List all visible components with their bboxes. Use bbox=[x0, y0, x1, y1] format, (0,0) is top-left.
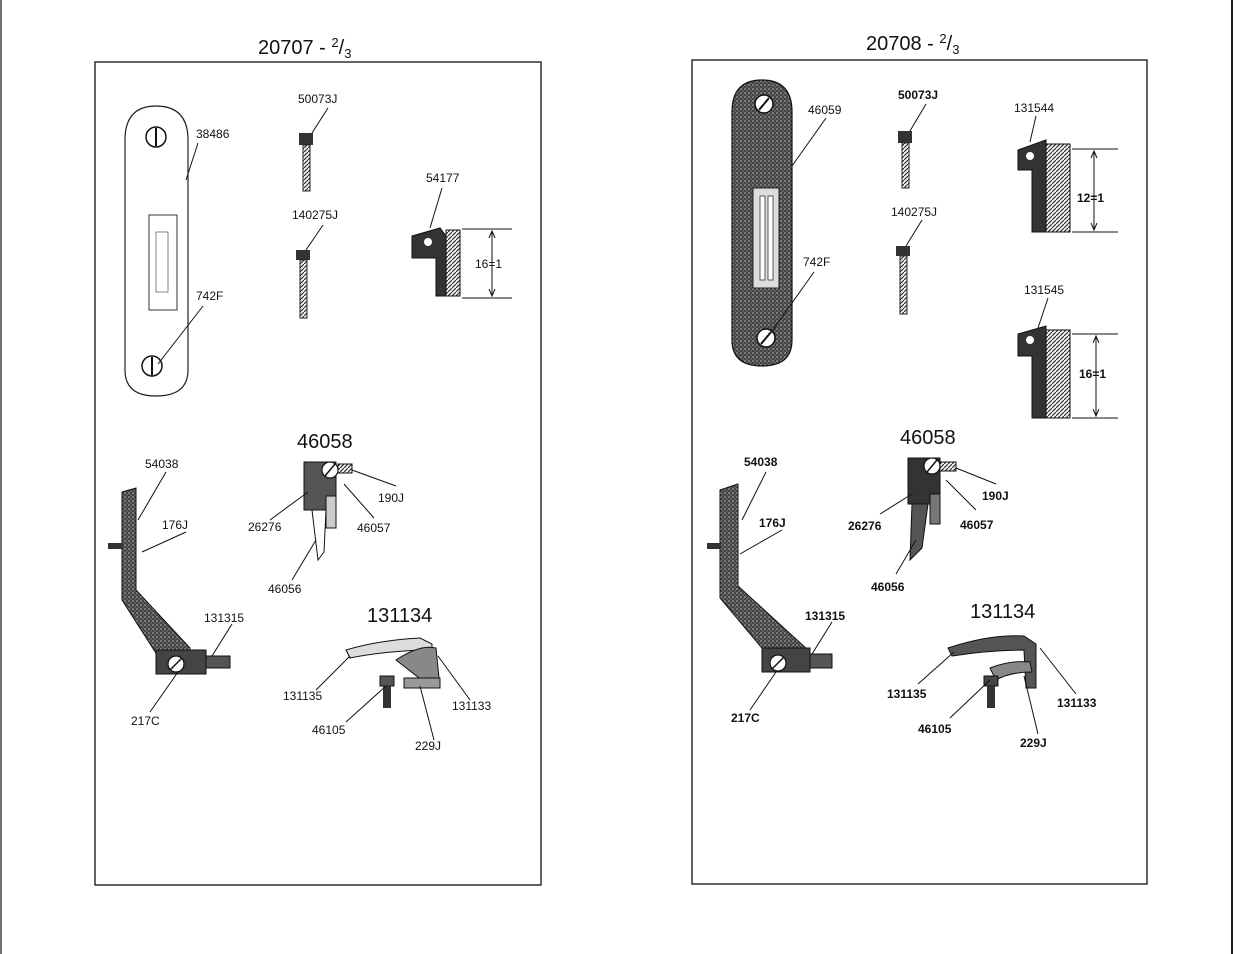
label-bar-foot-r: 131315 bbox=[805, 609, 845, 623]
right-group-title: 46058 bbox=[900, 427, 956, 449]
label-plate-r: 46059 bbox=[808, 103, 842, 117]
label-guard-blade-r: 46056 bbox=[871, 580, 905, 594]
label-guard: 26276 bbox=[248, 520, 282, 534]
label-feed-dog-b: 131545 bbox=[1024, 283, 1064, 297]
label-plate-screw: 742F bbox=[196, 289, 223, 303]
left-group-title: 46058 bbox=[297, 431, 353, 453]
left-presser-bar bbox=[108, 487, 231, 675]
label-screw-a: 50073J bbox=[298, 92, 337, 106]
feed-dog-54177 bbox=[411, 227, 512, 299]
needle-slot bbox=[148, 214, 178, 311]
label-guard-screw-r: 190J bbox=[982, 489, 1009, 503]
label-bar-screw-r: 176J bbox=[759, 516, 786, 530]
screw-140275j bbox=[296, 250, 310, 319]
label-spring-body-r: 131133 bbox=[1057, 696, 1097, 710]
label-guard-r: 26276 bbox=[848, 519, 882, 533]
left-panel-frame bbox=[94, 61, 542, 886]
left-throat-plate bbox=[124, 105, 189, 397]
right-page-title: 20708 - 2/3 bbox=[866, 31, 959, 57]
left-page: 20707 - 2/3 38486 742F 50073J 140275J bbox=[94, 35, 542, 886]
right-throat-plate bbox=[731, 79, 793, 367]
right-page: 20708 - 2/3 46059 742F 50073J 140275 bbox=[691, 31, 1148, 885]
label-spring-post-r: 46105 bbox=[918, 722, 952, 736]
label-screw-a-r: 50073J bbox=[898, 88, 938, 102]
label-spring-post: 46105 bbox=[312, 723, 346, 737]
label-bar-r: 54038 bbox=[744, 455, 778, 469]
label-guard-blade: 46056 bbox=[268, 582, 302, 596]
label-spring-lever: 131135 bbox=[283, 689, 322, 703]
feed-dog-131544 bbox=[1017, 139, 1118, 233]
right-needle-guard bbox=[907, 457, 957, 562]
right-spring-group-title: 131134 bbox=[970, 601, 1035, 623]
label-foot-screw: 217C bbox=[131, 714, 160, 728]
label-guard-holder-r: 46057 bbox=[960, 518, 994, 532]
label-plate-screw-r: 742F bbox=[803, 255, 830, 269]
feed-dog-131545 bbox=[1017, 325, 1118, 419]
label-screw-b-r: 140275J bbox=[891, 205, 937, 219]
label-guard-screw: 190J bbox=[378, 491, 404, 505]
left-needle-guard bbox=[303, 461, 353, 562]
label-feed-dim-b: 16=1 bbox=[1079, 367, 1106, 381]
label-feed-dim: 16=1 bbox=[475, 257, 502, 271]
label-guard-holder: 46057 bbox=[357, 521, 391, 535]
label-plate: 38486 bbox=[196, 127, 230, 141]
screw-50073j bbox=[299, 133, 313, 192]
left-spring-assembly bbox=[345, 637, 441, 708]
label-spring-body: 131133 bbox=[452, 699, 491, 713]
label-spring-screw-r: 229J bbox=[1020, 736, 1047, 750]
screw-140275j-r bbox=[896, 246, 910, 315]
label-spring-lever-r: 131135 bbox=[887, 687, 927, 701]
label-feed-dim-a: 12=1 bbox=[1077, 191, 1104, 205]
label-feed-dog-a: 131544 bbox=[1014, 101, 1054, 115]
left-spring-group-title: 131134 bbox=[367, 605, 432, 627]
label-screw-b: 140275J bbox=[292, 208, 338, 222]
label-feed-dog: 54177 bbox=[426, 171, 460, 185]
left-page-title: 20707 - 2/3 bbox=[258, 35, 351, 61]
label-bar-foot: 131315 bbox=[204, 611, 244, 625]
label-spring-screw: 229J bbox=[415, 739, 441, 753]
label-foot-screw-r: 217C bbox=[731, 711, 760, 725]
right-spring-assembly bbox=[947, 635, 1037, 708]
label-bar-screw: 176J bbox=[162, 518, 188, 532]
label-bar: 54038 bbox=[145, 457, 179, 471]
right-panel-frame bbox=[691, 59, 1148, 885]
screw-50073j-r bbox=[898, 131, 912, 189]
right-presser-bar bbox=[707, 483, 833, 673]
